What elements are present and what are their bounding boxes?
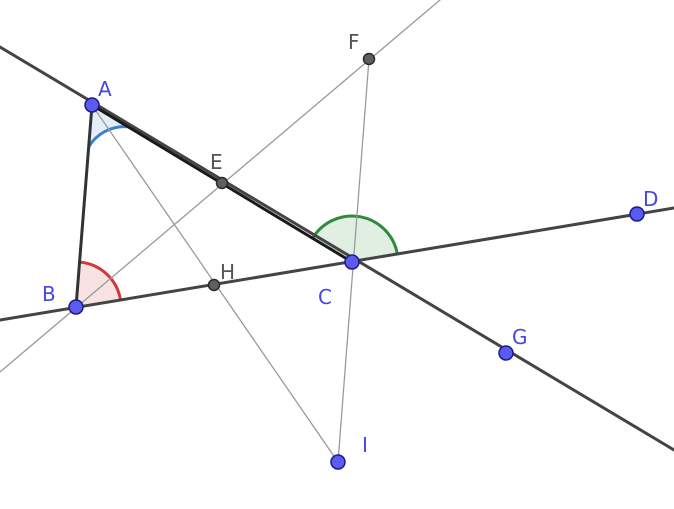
point-c[interactable] — [344, 254, 360, 270]
point-h[interactable] — [207, 278, 221, 292]
segment-a-b — [74, 103, 94, 309]
point-d[interactable] — [629, 206, 645, 222]
line-through-a-c — [0, 45, 674, 452]
label-point-a: A — [98, 77, 112, 101]
angle-a-arc — [87, 125, 129, 148]
label-point-f: F — [348, 30, 360, 54]
label-point-c: C — [318, 285, 332, 309]
angle-b-arc — [79, 260, 122, 301]
angle-c-arc — [311, 214, 399, 255]
point-i[interactable] — [330, 454, 346, 470]
label-point-e: E — [210, 150, 223, 174]
label-point-i: I — [362, 433, 368, 457]
angle-b-marker — [76, 262, 121, 307]
label-point-d: D — [643, 187, 658, 211]
label-point-b: B — [42, 282, 56, 306]
point-b[interactable] — [68, 299, 84, 315]
point-a[interactable] — [84, 97, 100, 113]
line-through-b-d — [0, 206, 674, 322]
point-f[interactable] — [362, 52, 376, 66]
point-e[interactable] — [215, 176, 229, 190]
point-g[interactable] — [498, 345, 514, 361]
label-point-h: H — [220, 260, 235, 284]
label-point-g: G — [512, 325, 528, 349]
